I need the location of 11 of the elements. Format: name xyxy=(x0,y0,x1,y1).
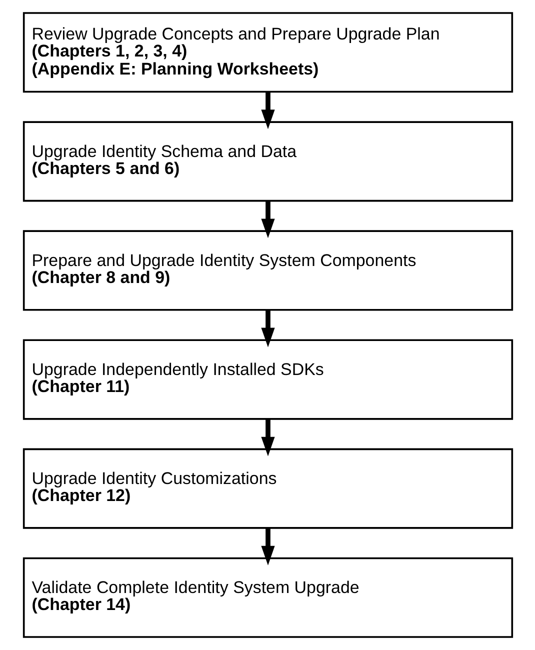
node-box: Upgrade Identity Customizations (Chapter 12) xyxy=(22,448,513,529)
node-box: Upgrade Independently Installed SDKs (Chapter 11) xyxy=(22,339,513,420)
arrow xyxy=(260,419,274,456)
node-box: Validate Complete Identity System Upgrade (Chapter 14) xyxy=(22,557,513,638)
arrow xyxy=(260,201,274,238)
arrow xyxy=(260,92,274,130)
node-box: Prepare and Upgrade Identity System Components (Chapter 8 and 9) xyxy=(22,230,513,311)
arrow xyxy=(260,310,274,348)
node-box: Review Upgrade Concepts and Prepare Upgrade Plan (Chapters 1, 2, 3, 4) (Appendix E: Planning Worksheets) xyxy=(22,12,513,93)
arrow xyxy=(260,528,274,566)
node-box: Upgrade Identity Schema and Data (Chapters 5 and 6) xyxy=(22,121,513,202)
